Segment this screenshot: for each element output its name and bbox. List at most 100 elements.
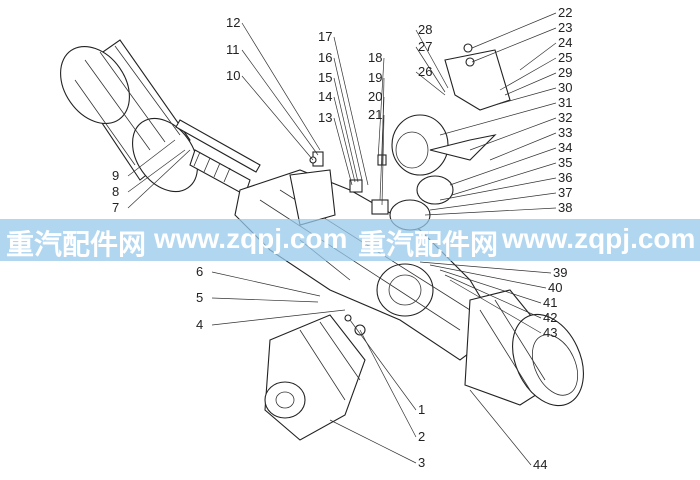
leader-line-21 [381, 114, 385, 206]
part-label-14: 14 [318, 89, 332, 104]
part-label-37: 37 [558, 185, 572, 200]
part-label-27: 27 [418, 39, 432, 54]
part-label-12: 12 [226, 15, 240, 30]
part-label-4: 4 [196, 317, 203, 332]
leader-lines [127, 12, 557, 466]
leader-line-6 [211, 271, 321, 297]
leader-line-42 [444, 274, 542, 319]
part-label-39: 39 [553, 265, 567, 280]
part-label-13: 13 [318, 110, 332, 125]
leader-line-40 [429, 264, 547, 289]
part-label-30: 30 [558, 80, 572, 95]
leader-line-41 [439, 269, 542, 304]
part-label-17: 17 [318, 29, 332, 44]
part-label-3: 3 [418, 455, 425, 470]
leader-line-1 [349, 319, 417, 411]
part-label-38: 38 [558, 200, 572, 215]
leader-line-43 [449, 279, 542, 334]
leader-line-32 [469, 117, 557, 151]
leader-line-8 [127, 149, 186, 193]
part-label-32: 32 [558, 110, 572, 125]
part-label-15: 15 [318, 70, 332, 85]
leader-line-44 [469, 389, 532, 466]
part-label-18: 18 [368, 50, 382, 65]
part-label-23: 23 [558, 20, 572, 35]
part-label-41: 41 [543, 295, 557, 310]
part-label-33: 33 [558, 125, 572, 140]
part-label-22: 22 [558, 5, 572, 20]
brake-chamber [391, 114, 449, 176]
part-label-26: 26 [418, 64, 432, 79]
leader-line-29 [504, 72, 557, 96]
leader-line-18 [377, 57, 385, 161]
leader-line-17 [333, 36, 369, 186]
part-label-20: 20 [368, 89, 382, 104]
leader-line-2 [359, 329, 417, 438]
main-reducer-assembly [264, 314, 366, 441]
half-shaft [175, 119, 261, 196]
part-label-21: 21 [368, 107, 382, 122]
leader-line-27 [415, 46, 446, 93]
part-label-8: 8 [112, 184, 119, 199]
part-label-6: 6 [196, 264, 203, 279]
watermark-url: www.zqpj.com [502, 223, 696, 254]
left-wheel-hub [60, 39, 198, 193]
leader-line-31 [439, 102, 557, 136]
leader-line-7 [127, 149, 191, 209]
watermark-text: 重汽配件网 [6, 229, 147, 260]
part-label-5: 5 [196, 290, 203, 305]
watermark-text: 重汽配件网 [358, 229, 499, 260]
part-label-40: 40 [548, 280, 562, 295]
part-label-42: 42 [543, 310, 557, 325]
watermark-url: www.zqpj.com [154, 223, 348, 254]
part-label-19: 19 [368, 70, 382, 85]
part-label-2: 2 [418, 429, 425, 444]
part-label-35: 35 [558, 155, 572, 170]
axle-housing [234, 169, 501, 361]
leader-line-15 [333, 77, 359, 183]
part-label-31: 31 [558, 95, 572, 110]
leader-line-39 [419, 261, 552, 274]
leader-line-11 [241, 49, 319, 156]
part-label-28: 28 [418, 22, 432, 37]
leader-line-23 [471, 27, 557, 63]
leader-line-24 [519, 42, 557, 71]
part-label-16: 16 [318, 50, 332, 65]
leader-line-10 [241, 75, 314, 161]
leader-line-37 [429, 192, 557, 211]
leader-line-9 [127, 139, 176, 177]
part-label-44: 44 [533, 457, 547, 472]
leader-line-20 [379, 96, 385, 201]
leader-line-4 [211, 309, 346, 326]
part-label-7: 7 [112, 200, 119, 215]
part-label-9: 9 [112, 168, 119, 183]
part-label-29: 29 [558, 65, 572, 80]
part-label-25: 25 [558, 50, 572, 65]
leader-line-12 [241, 22, 321, 151]
leader-line-13 [333, 117, 353, 186]
part-label-1: 1 [418, 402, 425, 417]
leader-line-35 [451, 162, 557, 196]
leader-line-30 [494, 87, 557, 106]
leader-line-22 [471, 12, 557, 49]
bracket [444, 43, 511, 111]
part-label-10: 10 [226, 68, 240, 83]
watermark-band: 重汽配件网 www.zqpj.com 重汽配件网 www.zqpj.com [0, 219, 700, 261]
leader-line-36 [439, 177, 557, 201]
leader-line-33 [489, 132, 557, 161]
part-label-11: 11 [226, 42, 240, 57]
leader-line-5 [211, 297, 319, 303]
part-label-36: 36 [558, 170, 572, 185]
part-number-labels: 1234567891011121314151617181920212223242… [112, 5, 572, 472]
leader-line-16 [333, 57, 363, 181]
leader-line-3 [329, 419, 417, 464]
part-label-34: 34 [558, 140, 572, 155]
leader-line-28 [415, 29, 449, 89]
leader-line-26 [415, 71, 446, 96]
leader-line-34 [449, 147, 557, 186]
part-label-24: 24 [558, 35, 572, 50]
leader-line-25 [499, 57, 557, 91]
right-wheel-hub [464, 289, 584, 407]
